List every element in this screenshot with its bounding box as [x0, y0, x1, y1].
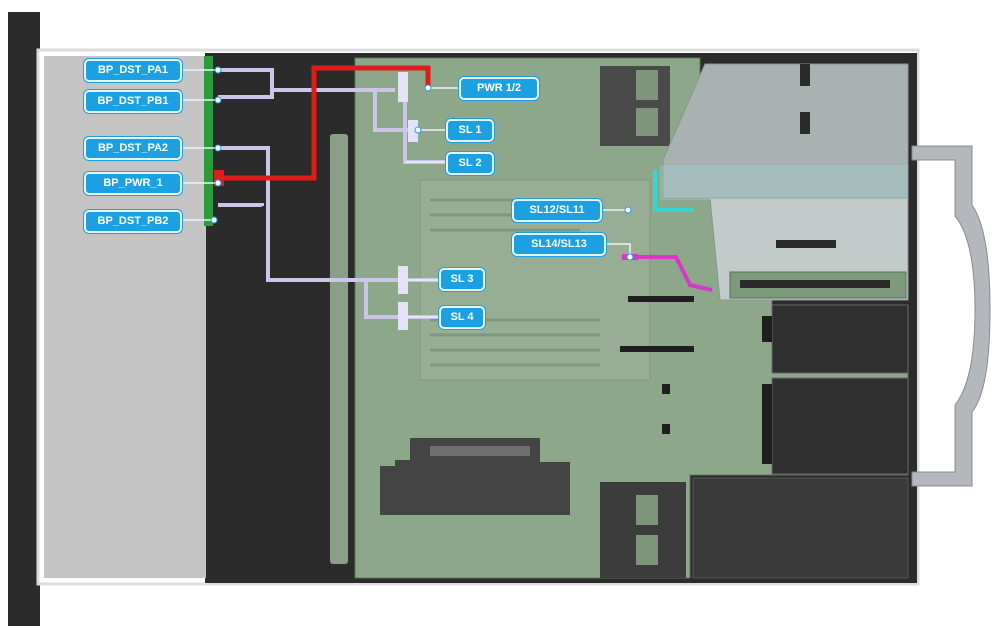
- label-sl4: SL 4: [439, 306, 485, 329]
- leader-lines: [180, 69, 631, 318]
- psu-slot: [430, 446, 530, 456]
- riser-slot: [776, 240, 836, 248]
- slim-cable-cyan: [653, 170, 694, 212]
- small-connector-1: [662, 384, 670, 394]
- vertical-slot-a: [762, 316, 772, 342]
- psu-bay: [692, 477, 909, 579]
- riser-cable-overlay: [660, 165, 908, 200]
- board-connector-top-left: [600, 66, 670, 146]
- label-pwr-1-2: PWR 1/2: [459, 77, 539, 100]
- pcie-slot-1: [628, 296, 694, 302]
- label-sl3: SL 3: [439, 268, 485, 291]
- riser-card-slot: [740, 280, 890, 288]
- backplane-connector-strip: [204, 56, 213, 226]
- label-bp-dst-pa1: BP_DST_PA1: [84, 59, 182, 82]
- connector-points: [210, 66, 634, 261]
- label-bp-dst-pb1: BP_DST_PB1: [84, 90, 182, 113]
- bottom-connector-inner2: [636, 535, 658, 565]
- right-bay-lower: [771, 377, 909, 475]
- label-sl2: SL 2: [446, 152, 494, 175]
- pcie-slot-2: [620, 346, 694, 352]
- label-sl12-sl11: SL12/SL11: [512, 199, 602, 222]
- chassis-handle: [911, 145, 991, 487]
- label-bp-dst-pa2: BP_DST_PA2: [84, 137, 182, 160]
- label-sl14-sl13: SL14/SL13: [512, 233, 606, 256]
- label-bp-pwr-1: BP_PWR_1: [84, 172, 182, 195]
- right-bay-upper: [771, 304, 909, 374]
- riser-cage-window-1: [800, 64, 810, 86]
- board-connector-top-left-inner2: [636, 108, 658, 136]
- slim-cable-magenta: [622, 255, 713, 292]
- riser-cage-window-2: [800, 112, 810, 134]
- psu-connector-block: [380, 438, 570, 515]
- power-cable: [218, 65, 431, 181]
- label-bp-dst-pb2: BP_DST_PB2: [84, 210, 182, 233]
- bottom-connector-inner: [636, 495, 658, 525]
- label-sl1: SL 1: [446, 119, 494, 142]
- vertical-slot-b: [762, 384, 772, 464]
- chassis-rail: [330, 134, 348, 564]
- board-connector-top-left-inner: [636, 70, 658, 100]
- front-panel-bar: [8, 12, 40, 626]
- small-connector-2: [662, 424, 670, 434]
- power-connector: [214, 170, 224, 186]
- signal-connectors: [398, 72, 418, 330]
- drive-backplane: [44, 56, 206, 578]
